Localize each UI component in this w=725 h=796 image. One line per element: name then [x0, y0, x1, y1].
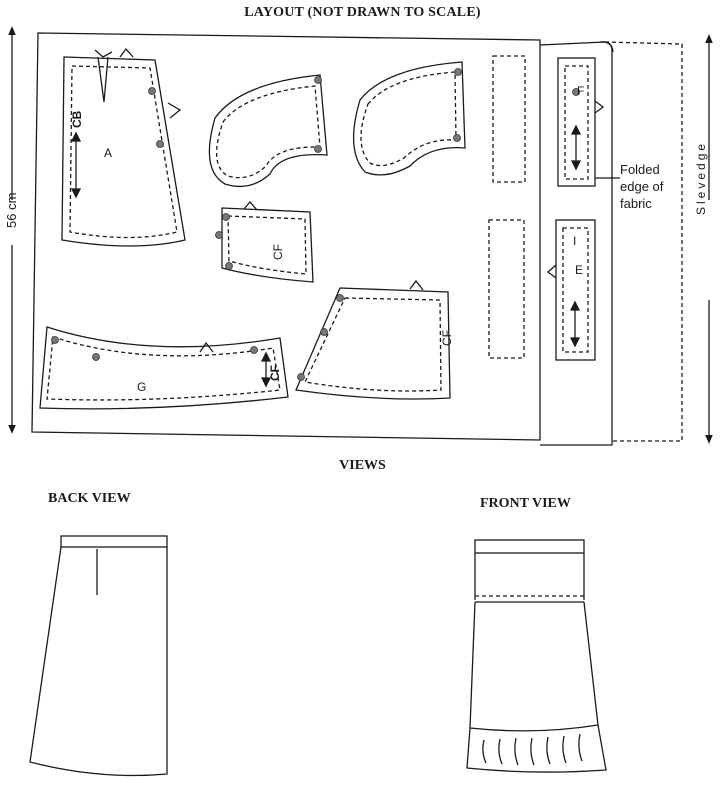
selvedge-label: Slevedge: [694, 140, 708, 215]
fold-label: Folded edge of fabric: [620, 162, 664, 211]
back-view-label: BACK VIEW: [48, 491, 131, 506]
pattern-piece-pocket-1: [208, 74, 328, 188]
piece-g-side-label: CF: [268, 365, 282, 381]
pattern-piece-a: [61, 47, 186, 247]
pattern-piece-g: [39, 326, 289, 410]
fabric-outline: [31, 32, 541, 441]
strip-top: [492, 55, 526, 183]
front-view-label: FRONT VIEW: [480, 496, 571, 511]
back-view-skirt: [29, 535, 168, 777]
pattern-piece-ie: [546, 219, 596, 361]
piece-a-side-label: CB: [70, 110, 84, 128]
pattern-piece-f: [557, 57, 605, 187]
piece-cf-small-label: CF: [271, 244, 285, 260]
selvedge-dashed-outline: [604, 41, 683, 442]
piece-f-label: F: [577, 84, 585, 98]
piece-a-label: A: [104, 146, 113, 160]
strip-bottom: [488, 219, 525, 359]
piece-e-label: E: [575, 263, 584, 277]
fold-curl: [599, 41, 614, 53]
pattern-piece-cf-large: [295, 279, 451, 400]
pattern-piece-pocket-2: [352, 61, 466, 176]
piece-cf-large-label: CF: [440, 330, 454, 346]
layout-title: LAYOUT (NOT DRAWN TO SCALE): [244, 5, 481, 20]
piece-i-label: I: [573, 234, 577, 248]
pattern-piece-cf-small: [221, 201, 314, 283]
button-markers: [51, 68, 580, 381]
front-view-skirt: [466, 539, 607, 773]
views-title: VIEWS: [339, 458, 386, 473]
fabric-width-label: 56 cm: [4, 192, 19, 228]
piece-g-label: G: [137, 380, 147, 394]
